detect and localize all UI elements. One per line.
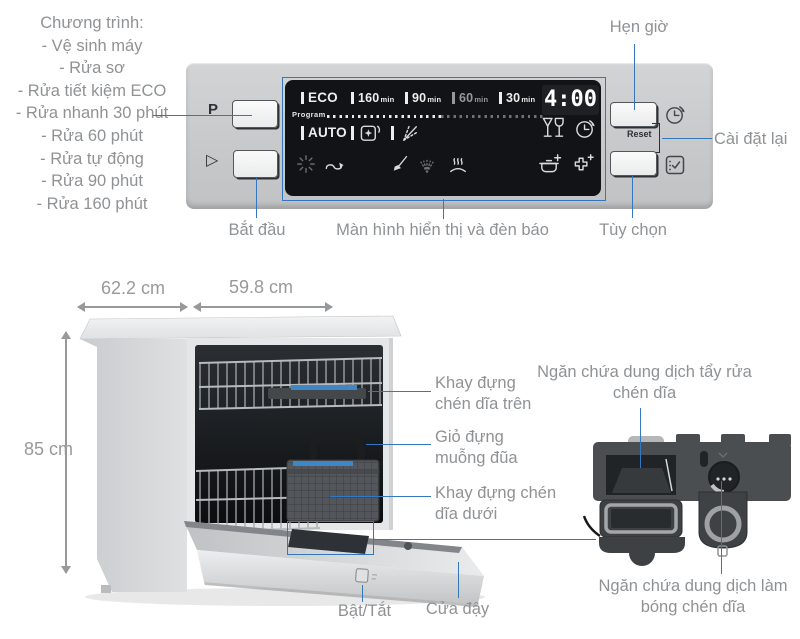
- program-item: - Rửa tự động: [40, 149, 144, 168]
- rinse-aid-lid-open: [698, 491, 748, 557]
- delay-indicator-icon: [574, 117, 597, 140]
- power-button: [355, 568, 378, 583]
- label-cutlery: Giỏ đựng muỗng đũa: [435, 428, 518, 467]
- label-rinse-aid: Ngăn chứa dung dịch làm bóng chén dĩa: [598, 577, 788, 616]
- program-item: - Vệ sinh máy: [41, 36, 143, 55]
- label-lower-tray: Khay đựng chén dĩa dưới: [435, 484, 557, 523]
- label-reset: Cài đặt lại: [714, 130, 788, 148]
- width-arrow: [193, 302, 333, 312]
- program-button[interactable]: [232, 100, 278, 128]
- label-detergent: Ngăn chứa dung dịch tẩy rửa chén dĩa: [537, 363, 752, 402]
- program-list-title: Chương trình:: [40, 14, 144, 32]
- program-item: - Rửa 90 phút: [41, 172, 143, 191]
- program-item: - Rửa tiết kiệm ECO: [17, 81, 167, 100]
- program-indicator-60min: 60min: [452, 91, 488, 105]
- delay-clock-icon: [664, 103, 687, 126]
- dispenser-inset: [582, 434, 791, 566]
- program-button-label: P: [208, 101, 219, 118]
- program-progress-dots: [327, 115, 441, 118]
- dishwasher-left-side: [80, 339, 187, 592]
- label-delay: Hẹn giờ: [609, 18, 669, 36]
- program-item: - Rửa sơ: [59, 59, 125, 78]
- line-rinse-aid: [721, 481, 722, 574]
- display-callout-frame: ECO 160min 90min 60min 30min 4:00 Progra…: [282, 77, 606, 201]
- start-button[interactable]: [233, 150, 278, 178]
- line-door: [458, 562, 459, 598]
- machine-care-icon: [360, 123, 381, 144]
- line-display: [443, 199, 444, 219]
- line-cutlery: [366, 444, 431, 445]
- label-door: Cửa đậy: [425, 600, 490, 618]
- machine-care-indicator: [351, 125, 358, 140]
- line-lower-tray: [330, 496, 431, 497]
- line-options: [632, 176, 633, 218]
- program-indicator-90min: 90min: [405, 91, 441, 105]
- rinse-aid-compartment: [708, 461, 740, 494]
- line-dispenser-connector: [373, 539, 596, 540]
- rinse-phase-icon: [416, 154, 438, 176]
- cutlery-basket: [286, 459, 380, 522]
- door-dispenser-patch: [288, 529, 369, 554]
- program-item: - Rửa 60 phút: [41, 126, 143, 145]
- depth-arrow: [77, 302, 188, 312]
- program-indicator-auto: AUTO: [301, 125, 347, 140]
- label-power: Bật/Tắt: [337, 602, 392, 620]
- program-progress-dots-dim: [441, 115, 545, 118]
- door-front-band: [197, 550, 484, 604]
- height-arrow: [61, 331, 71, 574]
- extra-rinse-indicator: [391, 125, 398, 140]
- glassware-icon: [541, 116, 564, 141]
- options-checklist-icon: [665, 155, 685, 175]
- extra-hygiene-icon: [537, 152, 562, 175]
- dimension-depth: 62.2 cm: [100, 278, 166, 298]
- program-indicator-eco: ECO: [301, 90, 338, 105]
- line-delay: [634, 44, 635, 110]
- delay-button[interactable]: [610, 102, 657, 127]
- basket-handle: [309, 432, 365, 464]
- line-program-to-p: [153, 115, 252, 116]
- upper-rack-blue-strip: [291, 385, 357, 390]
- wash-phase-icon: [389, 154, 410, 175]
- program-list: Chương trình: - Vệ sinh máy - Rửa sơ - R…: [0, 12, 184, 215]
- label-options: Tùy chọn: [599, 221, 667, 239]
- dry-phase-icon: [446, 156, 470, 176]
- reset-bracket: [652, 123, 660, 153]
- extra-function-icon: [572, 152, 595, 175]
- control-panel: P ▷ ECO 160min 90min 60min 30min 4:00 Pr…: [186, 63, 713, 209]
- spray-fan-icon: [400, 123, 421, 144]
- program-indicator-30min: 30min: [499, 91, 535, 105]
- label-upper-tray: Khay đựng chén dĩa trên: [435, 374, 532, 413]
- line-power: [362, 585, 363, 602]
- display-screen: ECO 160min 90min 60min 30min 4:00 Progra…: [285, 80, 601, 196]
- time-display: 4:00: [542, 85, 599, 115]
- detergent-compartment: [606, 455, 676, 495]
- dishwasher-top-lid: [79, 315, 402, 340]
- label-start: Bắt đầu: [228, 221, 286, 239]
- salt-refill-icon: [322, 154, 346, 175]
- program-item: - Rửa nhanh 30 phút: [15, 104, 169, 123]
- basket-blue-strip: [293, 461, 353, 466]
- rinse-aid-warning-icon: [295, 153, 317, 175]
- line-start: [256, 178, 257, 218]
- options-button[interactable]: [610, 151, 657, 176]
- reset-label: Reset: [627, 129, 652, 139]
- line-reset: [662, 138, 712, 139]
- dimension-width: 59.8 cm: [228, 277, 294, 297]
- program-word: Program: [292, 110, 326, 119]
- dimension-height: 85 cm: [24, 439, 74, 459]
- detergent-lid-open: [599, 499, 685, 566]
- dishwasher-illustration: [79, 315, 485, 607]
- line-detergent: [640, 408, 641, 468]
- upper-rack: [198, 357, 383, 410]
- dispenser-highlight-rect: [287, 521, 374, 555]
- start-icon: ▷: [206, 152, 219, 169]
- label-display: Màn hình hiển thị và đèn báo: [336, 221, 549, 239]
- line-upper-tray: [368, 391, 431, 392]
- program-indicator-160min: 160min: [351, 91, 394, 105]
- program-item: - Rửa 160 phút: [36, 194, 148, 213]
